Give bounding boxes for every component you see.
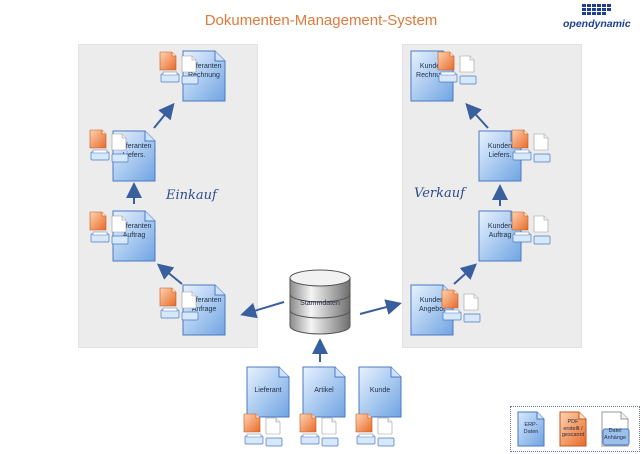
attachment-icon-group <box>159 51 199 85</box>
document-icon <box>246 366 290 418</box>
file-attachment-icon <box>601 411 630 447</box>
attachment-icon-group <box>511 129 551 163</box>
legend-pdf-label: PDF erstellt / gescannt <box>561 419 585 438</box>
legend-erp-label: ERP- Daten <box>523 422 539 435</box>
logo-grid-icon <box>582 4 611 15</box>
arrow-stammdaten-to-verkauf <box>359 299 402 315</box>
attachment-icon-group <box>159 287 199 321</box>
opendynamic-logo: opendynamic <box>560 2 642 32</box>
attachment-icon-group <box>441 289 481 323</box>
erp-doc-icon <box>517 411 545 447</box>
stammdaten-database[interactable]: Stammdaten <box>286 268 354 338</box>
attachment-icon-group <box>89 211 129 245</box>
attachment-icon-group <box>243 413 283 447</box>
arrow-anfrage-to-auftrag <box>156 263 183 285</box>
arrow-stammdaten-to-einkauf <box>240 301 285 319</box>
page-title: Dokumenten-Management-System <box>204 12 438 29</box>
attachment-icon-group <box>437 51 477 85</box>
arrow-liefers-to-rechnung-sales <box>465 103 489 129</box>
pdf-doc-icon <box>559 411 587 447</box>
legend-box: ERP- Daten PDF erstellt / gescannt Datei… <box>510 406 640 452</box>
document-icon <box>358 366 402 418</box>
arrow-angebot-to-auftrag <box>453 263 477 285</box>
stammdaten-label: Stammdaten <box>300 300 340 307</box>
database-icon <box>289 269 351 335</box>
attachment-icon-group <box>89 129 129 163</box>
attachment-icon-group <box>299 413 339 447</box>
logo-text: opendynamic <box>563 18 631 30</box>
document-icon <box>302 366 346 418</box>
section-label-verkauf: Verkauf <box>414 186 465 201</box>
section-label-einkauf: Einkauf <box>166 188 217 203</box>
attachment-icon-group <box>355 413 395 447</box>
legend-datei-label: Datei Anhänge <box>603 428 627 441</box>
arrow-liefers-to-rechnung <box>153 102 175 129</box>
doc-artikel[interactable]: Artikel <box>302 366 346 418</box>
attachment-icon-group <box>511 211 551 245</box>
